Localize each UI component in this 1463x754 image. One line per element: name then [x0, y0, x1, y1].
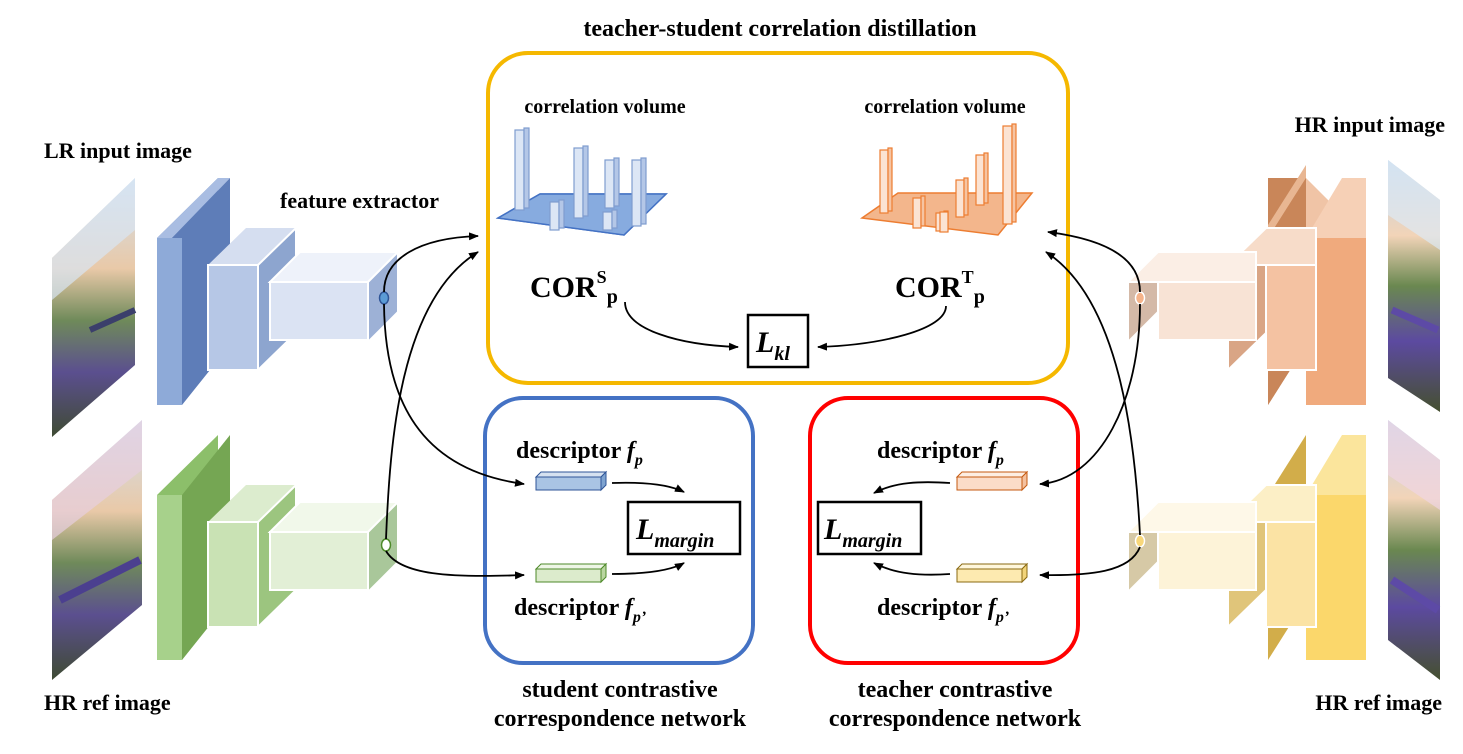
- hr-input-label: HR input image: [1295, 112, 1446, 137]
- hr-ref-label-right: HR ref image: [1315, 690, 1442, 715]
- student-feature-extractor-bottom: [157, 435, 401, 660]
- student-margin-loss-box: [626, 500, 742, 556]
- student-caption-line2: correspondence network: [494, 706, 747, 732]
- teacher-correlation-volume: [859, 123, 1034, 236]
- flow-arrows: [383, 229, 1141, 580]
- student-caption-line1: student contrastive: [522, 677, 718, 703]
- lr-input-image: [52, 178, 137, 437]
- teacher-cor-label: CORTp: [895, 267, 985, 308]
- teacher-descriptor-bottom-bar: [955, 562, 1029, 584]
- teacher-feature-extractor-top: [1125, 165, 1366, 405]
- teacher-margin-loss-box: [816, 500, 923, 556]
- kl-loss-label: Lkl: [755, 326, 790, 365]
- hr-ref-image-right: [1388, 420, 1441, 680]
- teacher-margin-loss-label: Lmargin: [823, 513, 902, 552]
- student-descriptor-bottom-bar: [534, 562, 608, 584]
- student-feature-extractor-top: [157, 178, 401, 405]
- teacher-volume-label: correlation volume: [864, 96, 1025, 118]
- student-descriptor-top-label: descriptor fp: [516, 438, 643, 469]
- student-margin-loss-label: Lmargin: [635, 513, 714, 552]
- teacher-descriptor-top-label: descriptor fp: [877, 438, 1004, 469]
- teacher-network-panel: [808, 396, 1080, 665]
- kl-loss-box: [746, 313, 810, 369]
- feature-extractor-label: feature extractor: [280, 188, 439, 213]
- teacher-caption-line1: teacher contrastive: [858, 677, 1053, 703]
- student-correlation-volume: [495, 127, 668, 236]
- hr-input-image: [1388, 160, 1440, 412]
- teacher-caption-line2: correspondence network: [829, 706, 1082, 732]
- correlation-distillation-panel: [486, 51, 1070, 385]
- student-descriptor-bottom-label: descriptor fp’: [514, 595, 646, 626]
- student-network-panel: [483, 396, 755, 665]
- student-volume-label: correlation volume: [524, 96, 685, 118]
- teacher-descriptor-top-bar: [955, 470, 1029, 492]
- hr-ref-image-left: [52, 420, 142, 680]
- student-descriptor-top-bar: [534, 470, 608, 492]
- teacher-feature-extractor-bottom: [1125, 435, 1366, 660]
- lr-input-label: LR input image: [44, 138, 192, 163]
- teacher-descriptor-bottom-label: descriptor fp’: [877, 595, 1009, 626]
- hr-ref-label-left: HR ref image: [44, 690, 171, 715]
- student-cor-label: CORSp: [530, 267, 618, 308]
- top-title: teacher-student correlation distillation: [583, 16, 976, 42]
